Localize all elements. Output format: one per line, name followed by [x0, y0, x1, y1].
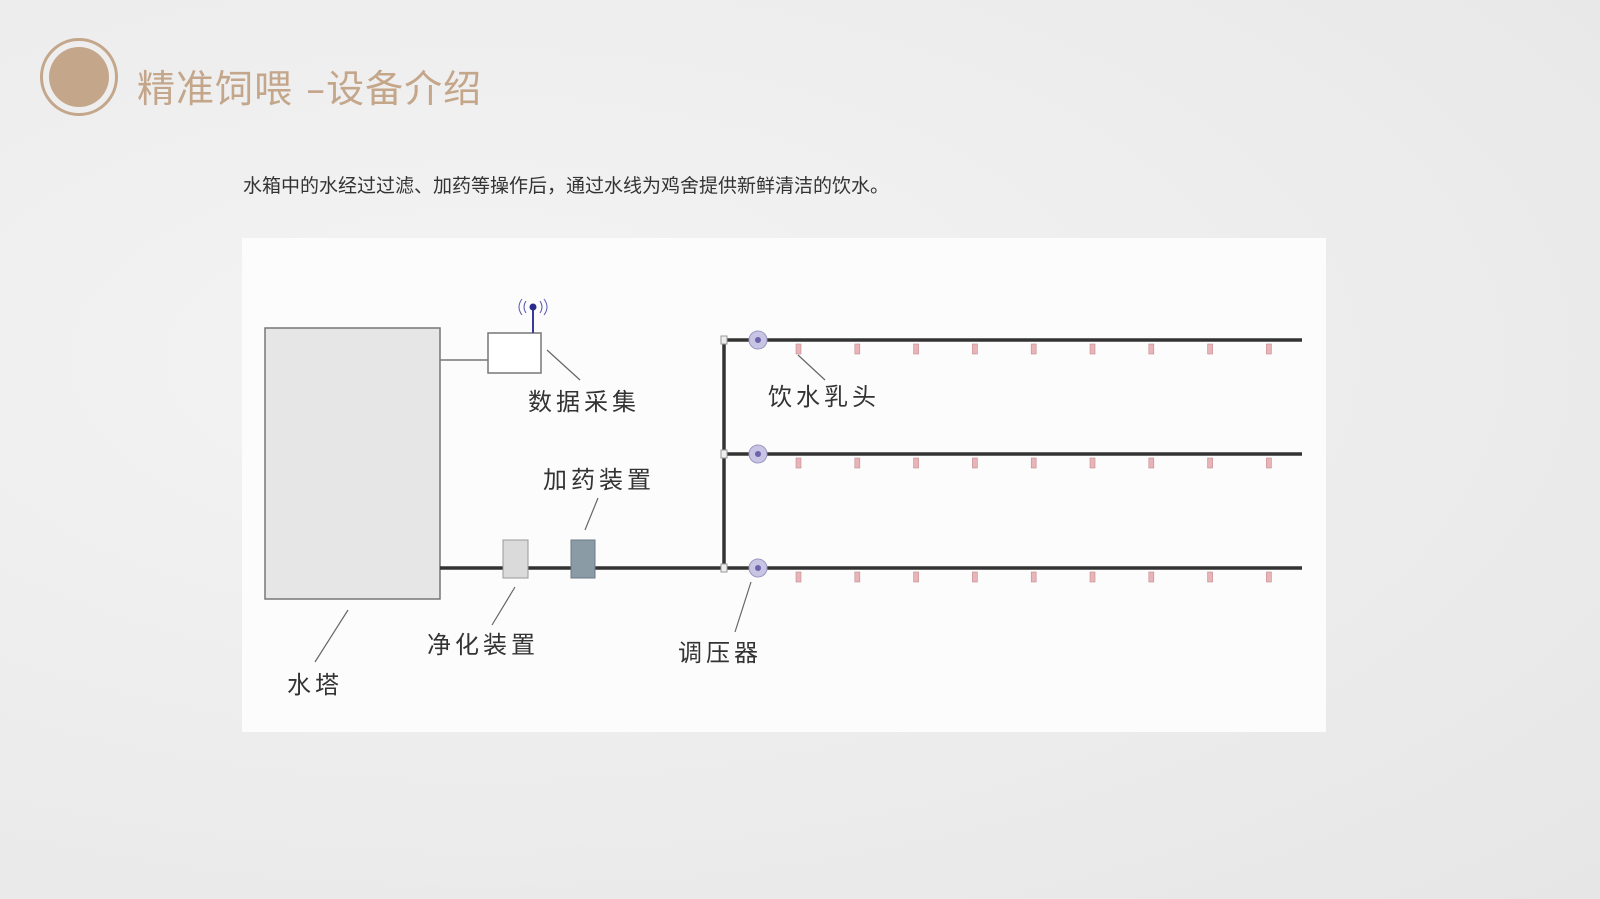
regulator-center [755, 337, 761, 343]
drinking-nipple [1207, 457, 1213, 469]
drinking-nipple [1266, 571, 1272, 583]
drinking-nipple [854, 571, 861, 583]
water-tower [264, 327, 441, 600]
drinking-nipple [795, 457, 802, 469]
drinking-nipple [795, 571, 802, 583]
drinking-nipple [1148, 343, 1155, 355]
drinking-nipple [972, 457, 978, 469]
drinking-nipple [1148, 571, 1155, 583]
drinking-nipple [1089, 457, 1096, 469]
label-regulator: 调压器 [678, 639, 762, 667]
drinking-nipple [1089, 571, 1096, 583]
drinking-nipple [1030, 571, 1037, 583]
drinking-nipple [913, 457, 919, 469]
drinking-nipple [913, 343, 919, 355]
leader-lines [314, 349, 826, 663]
dosing-device [570, 539, 596, 579]
regulator-center [755, 451, 761, 457]
water-line-diagram: 数据采集 加药装置 净化装置 水塔 调压器 饮水乳头 [264, 298, 1302, 699]
drinking-nipple [854, 343, 861, 355]
drinking-nipple [854, 457, 861, 469]
label-data-collection: 数据采集 [528, 388, 640, 416]
pipe-joint [720, 335, 728, 345]
drinking-nipple [1089, 343, 1096, 355]
data-collector [487, 332, 542, 374]
drinking-nipple [1030, 343, 1037, 355]
label-dosing: 加药装置 [543, 466, 655, 494]
regulator-center [755, 565, 761, 571]
pipe-joint [720, 449, 728, 459]
drinking-nipple [1207, 343, 1213, 355]
drinking-nipple [1030, 457, 1037, 469]
logo-circle [40, 38, 118, 116]
drinking-nipple [972, 571, 978, 583]
diagram-panel: 数据采集 加药装置 净化装置 水塔 调压器 饮水乳头 [242, 238, 1326, 732]
drinking-nipple [1148, 457, 1155, 469]
drinking-nipple [972, 343, 978, 355]
drinking-nipple [913, 571, 919, 583]
label-purifier: 净化装置 [427, 631, 539, 659]
drinking-nipple [795, 343, 802, 355]
page-title: 精准饲喂 –设备介绍 [137, 67, 483, 111]
antenna-icon [518, 298, 548, 333]
label-water-tower: 水塔 [287, 671, 343, 699]
pipe-joint [720, 563, 728, 573]
label-nipple: 饮水乳头 [768, 383, 880, 411]
description-text: 水箱中的水经过过滤、加药等操作后，通过水线为鸡舍提供新鲜清洁的饮水。 [243, 175, 890, 197]
logo-dot [49, 47, 109, 107]
drinking-nipple [1207, 571, 1213, 583]
drinking-nipple [1266, 343, 1272, 355]
purifier [502, 539, 529, 579]
drinking-nipple [1266, 457, 1272, 469]
